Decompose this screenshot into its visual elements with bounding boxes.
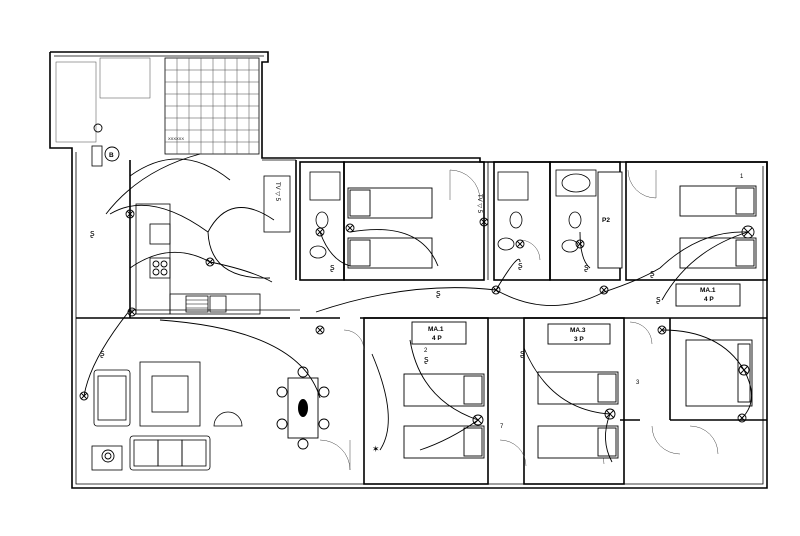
- bed-tag-occ-1: 4 P: [432, 335, 442, 342]
- bed-tag-id-1: MA.1: [428, 326, 444, 333]
- svg-text:✶: ✶: [372, 445, 380, 455]
- terrace-note: XXXXXX: [168, 136, 184, 141]
- light-fixtures: [79, 123, 755, 460]
- bed-tags: MA.1 4 P MA.3 3 P MA.1 4 P: [411, 283, 741, 345]
- circuit-wiring: [83, 153, 752, 463]
- svg-text:ʂ: ʂ: [90, 229, 95, 239]
- terrace-grid: XXXXXX: [164, 57, 260, 155]
- door-swings: [319, 169, 719, 471]
- beds: [347, 185, 757, 459]
- tv-tag-left: TV ▽ 5: [274, 182, 280, 202]
- switch-tag-c: 7: [500, 424, 504, 430]
- bed-tag-occ-3: 4 P: [704, 296, 714, 303]
- svg-text:ʂ: ʂ: [518, 261, 523, 271]
- bath-label-p2: P2: [602, 217, 610, 224]
- kitchen: [135, 203, 261, 315]
- svg-text:ʂ: ʂ: [100, 349, 105, 359]
- outer-walls: [49, 51, 768, 489]
- switch-tag-a: 2: [424, 348, 428, 354]
- living-room: [91, 361, 330, 471]
- svg-text:ʂ: ʂ: [650, 269, 655, 279]
- bed-tag-id-3: MA.1: [700, 287, 716, 294]
- svg-text:ʂ: ʂ: [584, 263, 589, 273]
- tv-tag-mid: TV ▽ 5: [476, 194, 482, 214]
- switch-tag-b: 3: [636, 380, 640, 386]
- svg-text:ʂ: ʂ: [436, 289, 441, 299]
- socket-symbols: ʂ ʂ ʂ ʂ ʂ ʂ ʂ ʂ ʂ ʂ ✶: [90, 229, 661, 455]
- svg-text:ʂ: ʂ: [330, 263, 335, 273]
- bed-tag-id-2: MA.3: [570, 327, 586, 334]
- bed-tag-occ-2: 3 P: [574, 336, 584, 343]
- switch-tag-d: 1: [740, 174, 744, 180]
- svg-text:ʂ: ʂ: [656, 295, 661, 305]
- svg-text:ʂ: ʂ: [520, 349, 525, 359]
- entrance-tag: B: [109, 152, 114, 159]
- tags: B TV ▽ 5 TV ▽ 5 2 3 7 1: [91, 145, 744, 430]
- bath-fixtures: P2: [309, 169, 623, 269]
- svg-text:ʂ: ʂ: [424, 355, 429, 365]
